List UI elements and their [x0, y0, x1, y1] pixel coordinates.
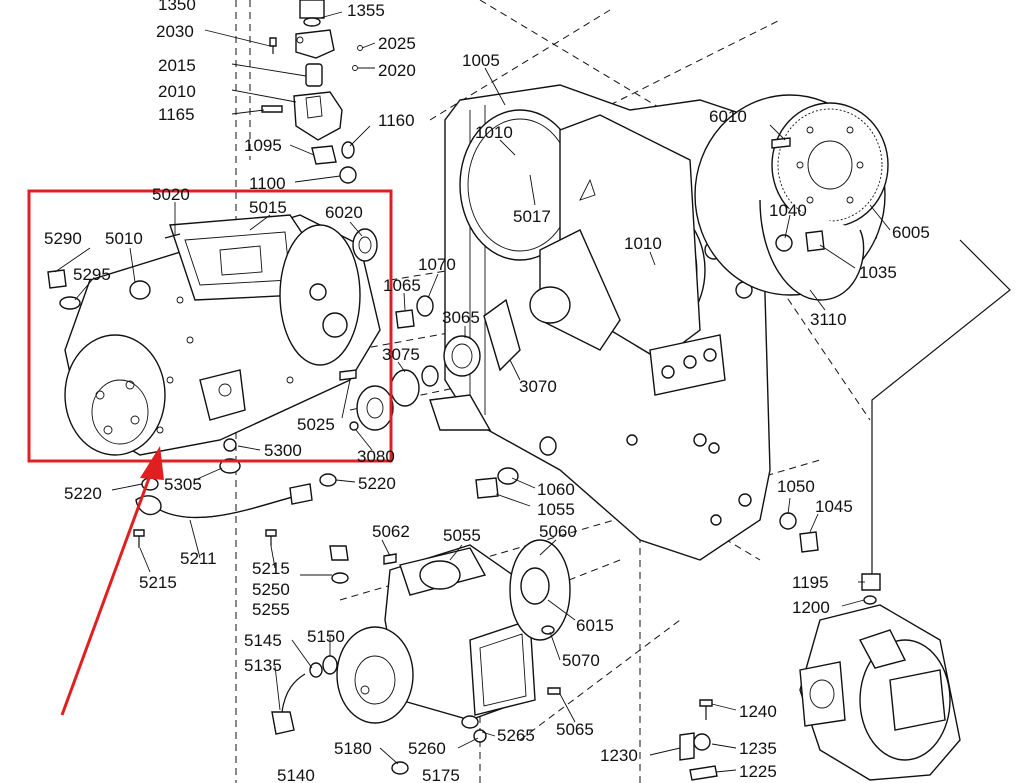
label-5215-right: 5215: [252, 559, 290, 578]
label-5305: 5305: [164, 475, 202, 494]
label-1005: 1005: [462, 51, 500, 70]
part-labels: 1350 1355 2030 2025 2015 2020 2010 1165 …: [44, 0, 930, 783]
label-5150: 5150: [307, 627, 345, 646]
label-5211: 5211: [180, 549, 217, 568]
label-5290: 5290: [44, 229, 82, 248]
label-6010: 6010: [709, 107, 747, 126]
label-2025: 2025: [378, 34, 416, 53]
label-2030: 2030: [156, 22, 194, 41]
label-3110: 3110: [810, 310, 847, 329]
label-6005: 6005: [892, 223, 930, 242]
label-5220-right: 5220: [358, 474, 396, 493]
label-1070: 1070: [418, 255, 456, 274]
label-1240: 1240: [739, 702, 777, 721]
top-valve-assembly: [261, 0, 363, 184]
label-1160: 1160: [378, 111, 415, 130]
label-5300: 5300: [264, 441, 302, 460]
label-6015: 6015: [576, 616, 614, 635]
label-1055: 1055: [537, 500, 575, 519]
label-1045: 1045: [815, 497, 853, 516]
highlight-arrow: [60, 469, 154, 716]
highlight-annotation: [27, 189, 393, 716]
label-1060: 1060: [537, 480, 575, 499]
main-casing-1005: [429, 84, 771, 561]
label-5055: 5055: [443, 526, 481, 545]
label-1195: 1195: [792, 573, 829, 592]
label-5020: 5020: [152, 185, 190, 204]
label-5017: 5017: [513, 207, 551, 226]
small-seals-and-bearings: [141, 137, 825, 553]
label-5145: 5145: [244, 631, 282, 650]
label-5250: 5250: [252, 580, 290, 599]
label-1050: 1050: [777, 477, 815, 496]
label-6020: 6020: [325, 203, 363, 222]
label-3065: 3065: [442, 308, 480, 327]
highlight-arrowhead: [140, 446, 164, 480]
label-1040: 1040: [769, 201, 807, 220]
label-5065: 5065: [556, 720, 594, 739]
label-1165: 1165: [158, 105, 195, 124]
label-5025: 5025: [297, 415, 335, 434]
label-5140: 5140: [277, 766, 315, 783]
label-3075: 3075: [382, 345, 420, 364]
label-2015: 2015: [158, 56, 196, 75]
highlight-box: [27, 189, 393, 463]
label-5295: 5295: [73, 265, 111, 284]
label-3080: 3080: [357, 447, 395, 466]
label-2020: 2020: [378, 61, 416, 80]
label-5060: 5060: [539, 522, 577, 541]
label-5265: 5265: [497, 726, 535, 745]
label-3070: 3070: [519, 377, 557, 396]
label-5015: 5015: [249, 198, 287, 217]
label-5260: 5260: [408, 739, 446, 758]
label-5062: 5062: [372, 522, 410, 541]
label-1350: 1350: [158, 0, 196, 14]
label-1225: 1225: [739, 762, 777, 781]
highlighted-drive-assembly: [47, 214, 381, 474]
label-1355: 1355: [347, 1, 385, 20]
label-1065: 1065: [383, 276, 421, 295]
label-1010-mid: 1010: [624, 234, 662, 253]
gear-6005-and-gasket-3110: [694, 94, 889, 301]
label-5220-left: 5220: [64, 484, 102, 503]
label-1230: 1230: [600, 746, 638, 765]
label-5135: 5135: [244, 656, 282, 675]
label-5175: 5175: [422, 766, 460, 783]
label-1095: 1095: [244, 136, 282, 155]
label-1100: 1100: [249, 174, 286, 193]
label-1035: 1035: [859, 263, 897, 282]
label-5255: 5255: [252, 600, 290, 619]
label-5180: 5180: [334, 739, 372, 758]
lower-right-housing: [679, 239, 1011, 781]
label-1235: 1235: [739, 739, 777, 758]
label-2010: 2010: [158, 82, 196, 101]
label-5215-left: 5215: [139, 573, 177, 592]
lower-pump-assembly: [271, 539, 571, 775]
label-1200: 1200: [792, 598, 830, 617]
hose-5211: [133, 483, 313, 548]
leader-lines: [54, 11, 891, 773]
label-1010-top: 1010: [475, 123, 513, 142]
label-5070: 5070: [562, 651, 600, 670]
label-5010: 5010: [105, 229, 143, 248]
